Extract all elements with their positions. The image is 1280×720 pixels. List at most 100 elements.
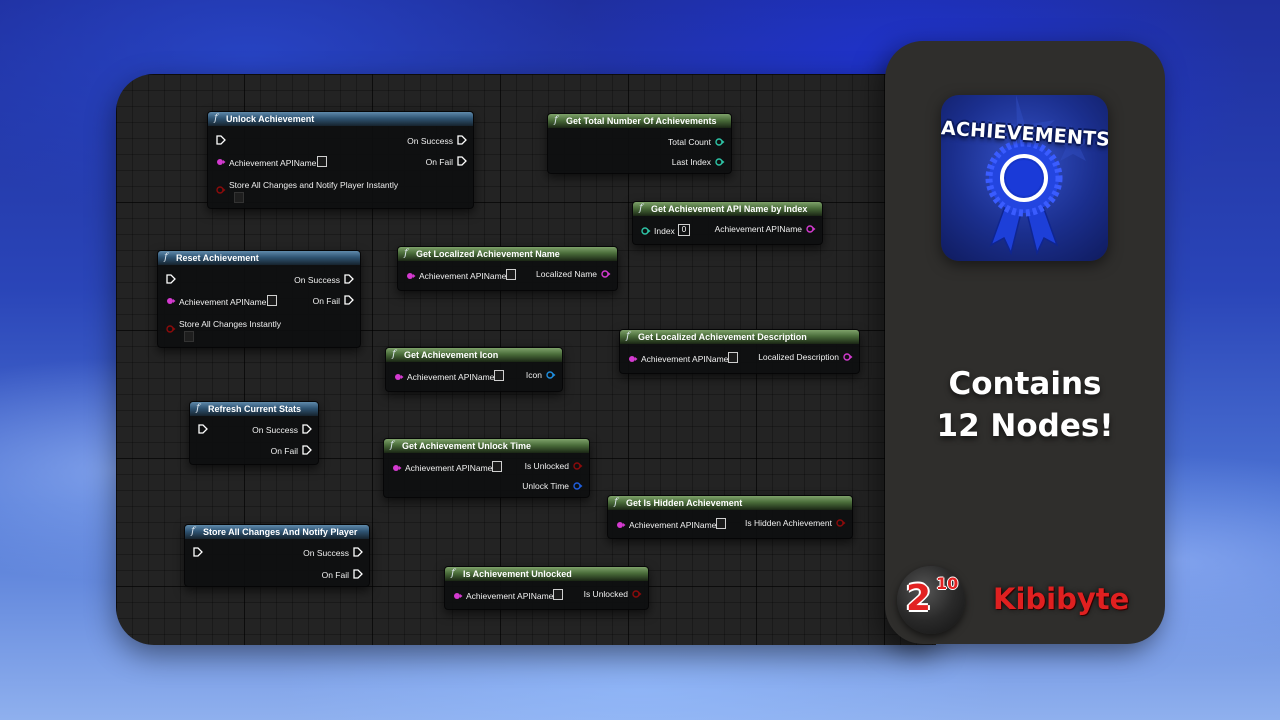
function-icon: f bbox=[196, 403, 200, 414]
node-title: Reset Achievement bbox=[176, 253, 259, 263]
exec-out-pin-icon[interactable] bbox=[344, 274, 354, 284]
api-name-label: Achievement APIName bbox=[466, 591, 554, 601]
store-flag-label: Store All Changes Instantly bbox=[179, 319, 282, 329]
api-name-label: Achievement APIName bbox=[407, 372, 495, 382]
index-label: Index bbox=[654, 226, 675, 236]
contains-line: Contains bbox=[948, 366, 1102, 402]
localized-name-label: Localized Name bbox=[536, 269, 597, 279]
node-header: f Is Achievement Unlocked bbox=[445, 567, 648, 581]
unlock-time-label: Unlock Time bbox=[522, 481, 569, 491]
api-name-input[interactable] bbox=[553, 589, 563, 600]
name-pin-icon[interactable] bbox=[806, 225, 816, 233]
store-flag-checkbox[interactable] bbox=[184, 331, 194, 342]
bool-pin-icon[interactable] bbox=[836, 519, 846, 527]
datetime-pin-icon[interactable] bbox=[573, 482, 583, 490]
api-name-input[interactable] bbox=[492, 461, 502, 472]
bool-pin-icon[interactable] bbox=[216, 186, 226, 194]
exec-in-pin-icon[interactable] bbox=[216, 135, 226, 145]
node-title: Is Achievement Unlocked bbox=[463, 569, 572, 579]
name-pin-icon[interactable] bbox=[166, 297, 176, 305]
exec-in-pin-icon[interactable] bbox=[198, 424, 208, 434]
int-pin-icon[interactable] bbox=[641, 227, 651, 235]
name-pin-icon[interactable] bbox=[616, 521, 626, 529]
int-pin-icon[interactable] bbox=[715, 158, 725, 166]
exec-in-pin-icon[interactable] bbox=[193, 547, 203, 557]
name-pin-icon[interactable] bbox=[453, 592, 463, 600]
bool-pin-icon[interactable] bbox=[166, 325, 176, 333]
name-pin-icon[interactable] bbox=[392, 464, 402, 472]
text-pin-icon[interactable] bbox=[843, 353, 853, 361]
api-name-input[interactable] bbox=[267, 295, 277, 306]
exec-out-pin-icon[interactable] bbox=[302, 424, 312, 434]
name-pin-icon[interactable] bbox=[406, 272, 416, 280]
on-success-label: On Success bbox=[303, 548, 349, 558]
on-fail-label: On Fail bbox=[425, 157, 453, 167]
name-pin-icon[interactable] bbox=[216, 158, 226, 166]
node-header: f Get Total Number Of Achievements bbox=[548, 114, 731, 128]
store-flag-label: Store All Changes and Notify Player Inst… bbox=[229, 180, 399, 190]
name-pin-icon[interactable] bbox=[394, 373, 404, 381]
achievements-logo: ACHIEVEMENTS bbox=[941, 95, 1108, 261]
is-unlocked-label: Is Unlocked bbox=[583, 589, 628, 599]
node-count-line: 12 Nodes! bbox=[936, 408, 1114, 444]
function-icon: f bbox=[164, 252, 168, 263]
function-icon: f bbox=[404, 248, 408, 259]
node-title: Get Localized Achievement Description bbox=[638, 332, 807, 342]
function-icon: f bbox=[451, 568, 455, 579]
node-title: Refresh Current Stats bbox=[208, 404, 302, 414]
bool-pin-icon[interactable] bbox=[573, 462, 583, 470]
node-title: Store All Changes And Notify Player bbox=[203, 527, 358, 537]
node-header: f Reset Achievement bbox=[158, 251, 360, 265]
api-name-label: Achievement APIName bbox=[405, 463, 493, 473]
text-pin-icon[interactable] bbox=[601, 270, 611, 278]
exec-out-pin-icon[interactable] bbox=[353, 547, 363, 557]
name-pin-icon[interactable] bbox=[628, 355, 638, 363]
bool-pin-icon[interactable] bbox=[632, 590, 642, 598]
node-title: Get Total Number Of Achievements bbox=[566, 116, 717, 126]
api-name-input[interactable] bbox=[317, 156, 327, 167]
api-name-input[interactable] bbox=[716, 518, 726, 529]
icon-output-label: Icon bbox=[525, 370, 542, 380]
api-name-input[interactable] bbox=[494, 370, 504, 381]
function-icon: f bbox=[639, 203, 643, 214]
node-count-caption: Contains 12 Nodes! bbox=[885, 363, 1165, 447]
exec-out-pin-icon[interactable] bbox=[457, 135, 467, 145]
exec-out-pin-icon[interactable] bbox=[457, 156, 467, 166]
api-name-label: Achievement APIName bbox=[179, 297, 267, 307]
exec-out-pin-icon[interactable] bbox=[302, 445, 312, 455]
function-icon: f bbox=[614, 497, 618, 508]
object-pin-icon[interactable] bbox=[546, 371, 556, 379]
brand-logo-circle bbox=[897, 566, 965, 634]
on-success-label: On Success bbox=[407, 136, 453, 146]
api-name-label: Achievement APIName bbox=[229, 158, 317, 168]
int-pin-icon[interactable] bbox=[715, 138, 725, 146]
store-flag-checkbox[interactable] bbox=[234, 192, 244, 203]
api-name-input[interactable] bbox=[506, 269, 516, 280]
function-icon: f bbox=[554, 115, 558, 126]
node-title: Get Achievement Unlock Time bbox=[402, 441, 532, 451]
exec-out-pin-icon[interactable] bbox=[344, 295, 354, 305]
exec-in-pin-icon[interactable] bbox=[166, 274, 176, 284]
node-header: f Refresh Current Stats bbox=[190, 402, 318, 416]
index-input[interactable]: 0 bbox=[678, 224, 690, 236]
api-name-input[interactable] bbox=[728, 352, 738, 363]
function-icon: f bbox=[214, 113, 218, 124]
api-name-label: Achievement APIName bbox=[641, 354, 729, 364]
exec-out-pin-icon[interactable] bbox=[353, 569, 363, 579]
node-is-achievement-unlocked[interactable]: f Is Achievement Unlocked Achievement API… bbox=[444, 566, 649, 610]
